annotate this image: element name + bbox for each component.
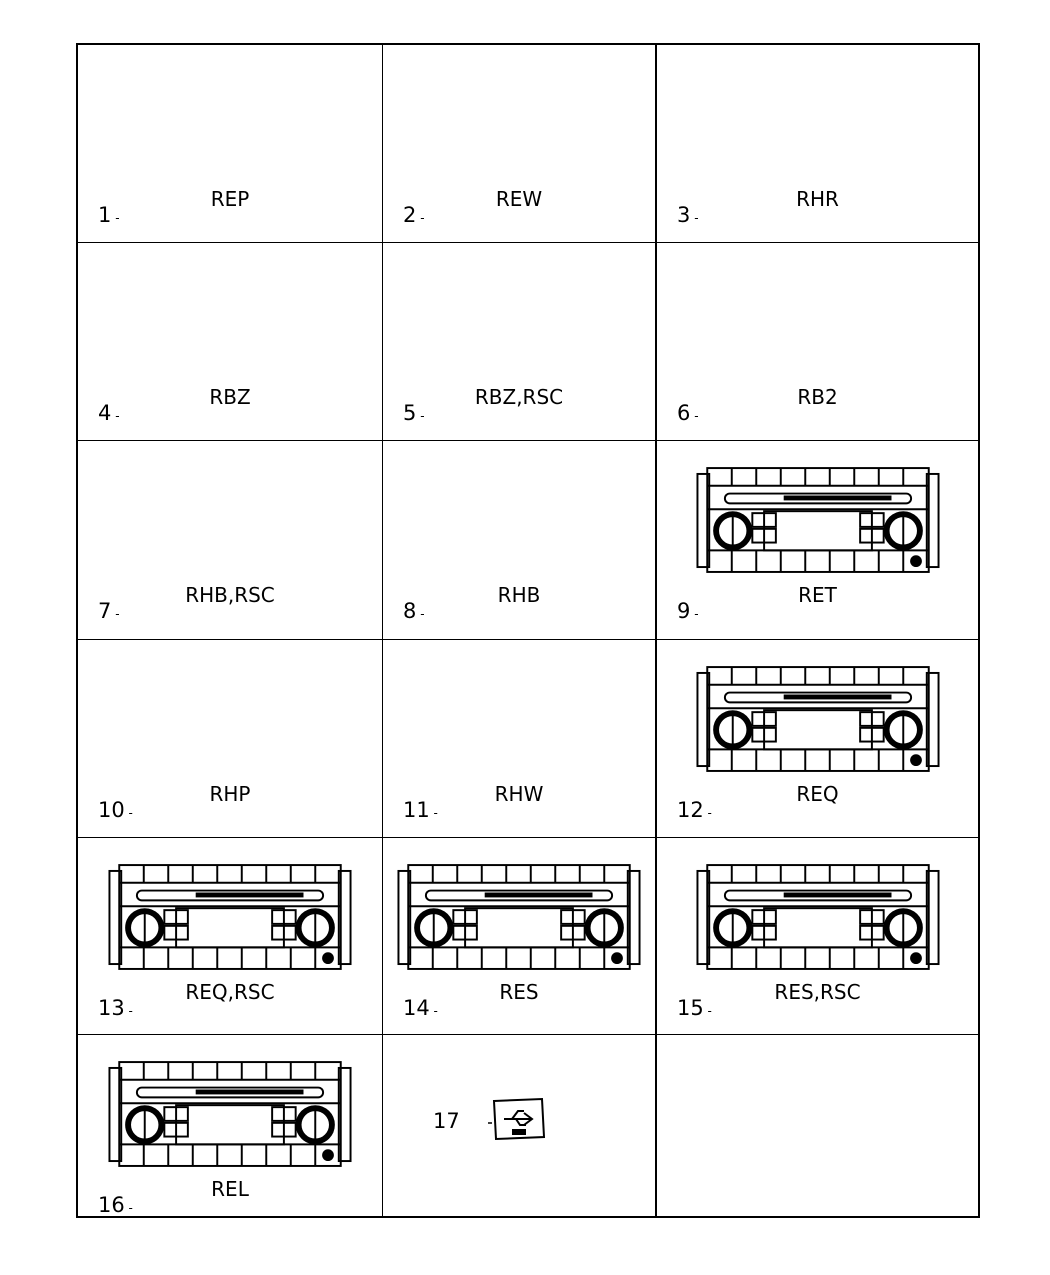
callout-number: 16 [98, 1193, 133, 1216]
navigation-radio-illustration [400, 67, 638, 182]
navigation-radio-illustration [400, 463, 638, 578]
callout-number: 1 [98, 203, 120, 227]
part-code: RES,RSC [774, 980, 861, 1004]
part-code: RHB [497, 583, 541, 607]
navigation-radio-illustration [699, 67, 937, 182]
callout-number: 2 [403, 203, 425, 227]
part-cell: RHP 10 [78, 640, 383, 838]
cd-radio-illustration [695, 860, 940, 975]
part-cell: REQ,RSC 13 [78, 838, 383, 1035]
callout-number: 15 [677, 996, 712, 1020]
parts-grid: REP 1 REW 2 RHR 3RBZ 4 RBZ,RSC 5 RB2 6RHB,RSC 7 RHB 8… [76, 43, 980, 1218]
callout-number: 8 [403, 599, 425, 623]
part-cell: RHB 8 [383, 441, 657, 640]
part-cell: REW 2 [383, 45, 657, 243]
cd-radio-illustration [397, 860, 642, 975]
part-cell: RB2 6 [657, 243, 978, 441]
navigation-radio-illustration [400, 662, 638, 777]
callout-number: 3 [677, 203, 699, 227]
part-cell: RBZ 4 [78, 243, 383, 441]
part-code: REQ,RSC [185, 980, 275, 1004]
part-cell: REQ 12 [657, 640, 978, 838]
part-code: REQ [796, 782, 839, 806]
navigation-radio-illustration [111, 463, 349, 578]
callout-number: 13 [98, 996, 133, 1020]
part-code: REP [210, 187, 250, 211]
part-cell: RBZ,RSC 5 [383, 243, 657, 441]
callout-number: 5 [403, 401, 425, 425]
part-cell: REP 1 [78, 45, 383, 243]
part-code: RB2 [797, 385, 838, 409]
cd-radio-illustration [108, 1057, 353, 1172]
part-code: REL [211, 1177, 249, 1201]
part-cell: RHB,RSC 7 [78, 441, 383, 640]
part-code: RHR [796, 187, 839, 211]
part-cell: 17 [383, 1035, 657, 1216]
navigation-radio-illustration [400, 265, 638, 380]
part-code: RET [798, 583, 837, 607]
part-cell: RES,RSC 15 [657, 838, 978, 1035]
cd-radio-illustration [108, 860, 353, 975]
callout-number: 17 [433, 1109, 460, 1133]
callout-number: 11 [403, 798, 438, 822]
callout-number: 4 [98, 401, 120, 425]
callout-number: 6 [677, 401, 699, 425]
part-code: RHW [494, 782, 544, 806]
part-cell [657, 1035, 978, 1216]
navigation-radio-illustration [111, 662, 349, 777]
navigation-radio-illustration [699, 265, 937, 380]
part-code: RHB,RSC [185, 583, 275, 607]
part-cell: REL 16 [78, 1035, 383, 1216]
usb-port-icon [488, 1097, 546, 1141]
navigation-radio-illustration [111, 265, 349, 380]
part-code: RBZ,RSC [474, 385, 564, 409]
part-cell: RHW 11 [383, 640, 657, 838]
navigation-radio-illustration [111, 67, 349, 182]
part-cell: RHR 3 [657, 45, 978, 243]
part-code: RES [499, 980, 539, 1004]
cd-radio-illustration [695, 463, 940, 578]
callout-number: 12 [677, 798, 712, 822]
callout-number: 7 [98, 599, 120, 623]
part-code: REW [495, 187, 543, 211]
part-cell: RES 14 [383, 838, 657, 1035]
part-code: RHP [209, 782, 251, 806]
callout-number: 9 [677, 599, 699, 623]
callout-number: 10 [98, 798, 133, 822]
callout-number: 14 [403, 996, 438, 1020]
part-code: RBZ [209, 385, 251, 409]
part-cell: RET 9 [657, 441, 978, 640]
cd-radio-illustration [695, 662, 940, 777]
